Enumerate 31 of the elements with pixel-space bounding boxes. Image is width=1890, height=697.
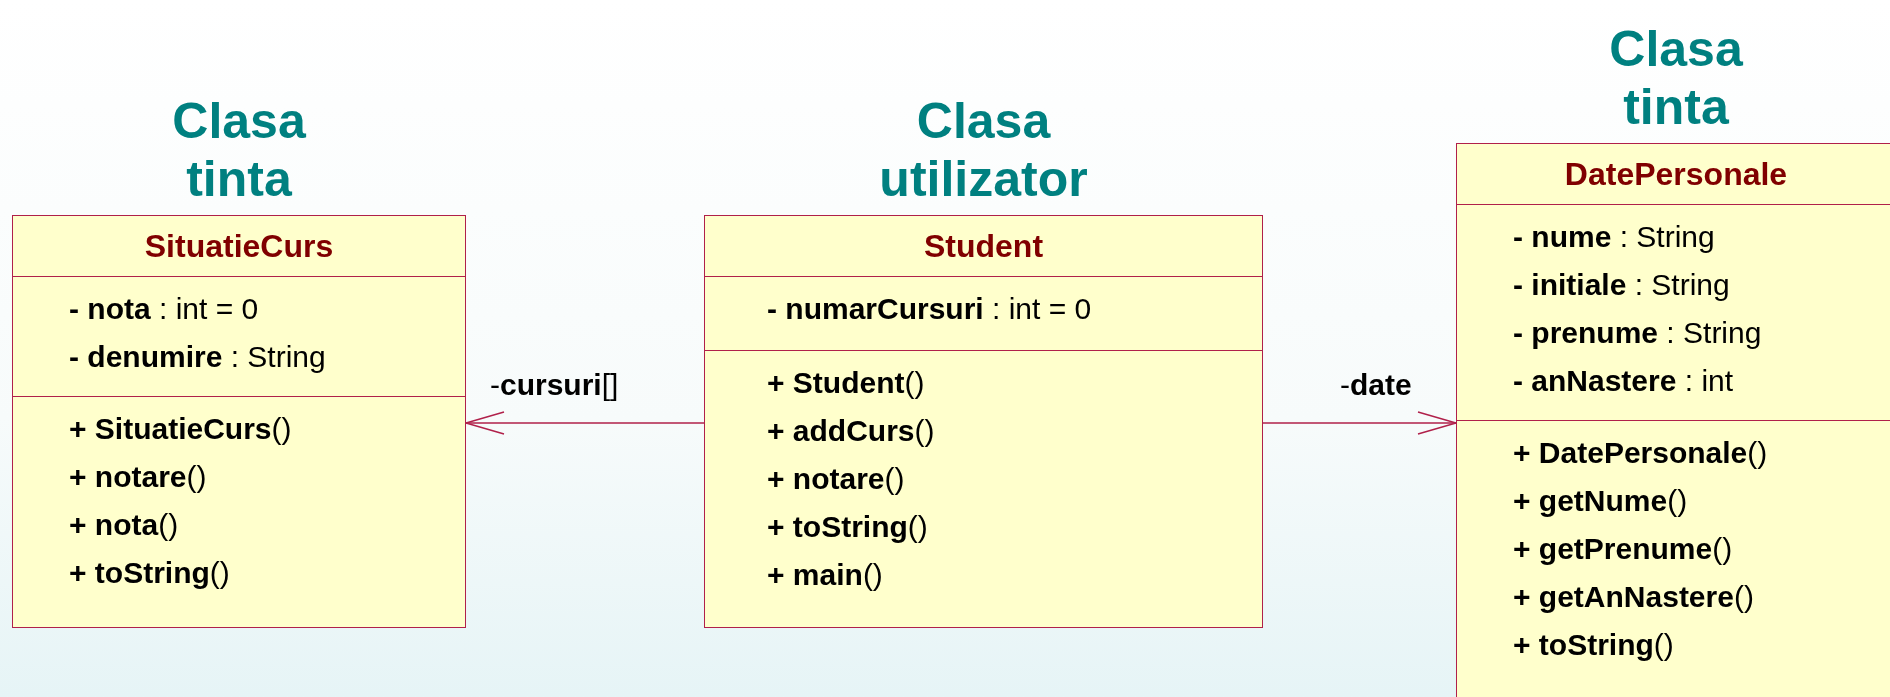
method-text: + nota() — [69, 507, 179, 543]
method-text: + Student() — [767, 365, 925, 401]
association-arrow — [1262, 411, 1457, 435]
attribute-text: - prenume : String — [1513, 315, 1762, 351]
attribute-text: - nota : int = 0 — [69, 291, 259, 327]
attribute-text: - numarCursuri : int = 0 — [767, 291, 1092, 327]
class-name: SituatieCurs — [13, 216, 465, 277]
method-text: + DatePersonale() — [1513, 435, 1768, 471]
method-text: + toString() — [767, 509, 928, 545]
edge-label: -cursuri[] — [490, 367, 619, 403]
method-text: + toString() — [1513, 627, 1674, 663]
method-text: + getAnNastere() — [1513, 579, 1754, 615]
class-name: Student — [705, 216, 1262, 277]
class-role-heading: Clasa utilizator — [879, 92, 1088, 208]
association-arrow — [465, 411, 705, 435]
class-role-heading: Clasa tinta — [1609, 20, 1743, 136]
method-text: + addCurs() — [767, 413, 935, 449]
attribute-text: - denumire : String — [69, 339, 326, 375]
attribute-text: - initiale : String — [1513, 267, 1730, 303]
method-text: + toString() — [69, 555, 230, 591]
class-name: DatePersonale — [1457, 144, 1890, 205]
edge-label: -date — [1340, 367, 1412, 403]
attribute-text: - anNastere : int — [1513, 363, 1734, 399]
attribute-text: - nume : String — [1513, 219, 1715, 255]
method-text: + main() — [767, 557, 883, 593]
method-text: + getPrenume() — [1513, 531, 1733, 567]
method-text: + notare() — [69, 459, 207, 495]
method-text: + SituatieCurs() — [69, 411, 292, 447]
method-text: + getNume() — [1513, 483, 1688, 519]
method-text: + notare() — [767, 461, 905, 497]
class-role-heading: Clasa tinta — [172, 92, 306, 208]
